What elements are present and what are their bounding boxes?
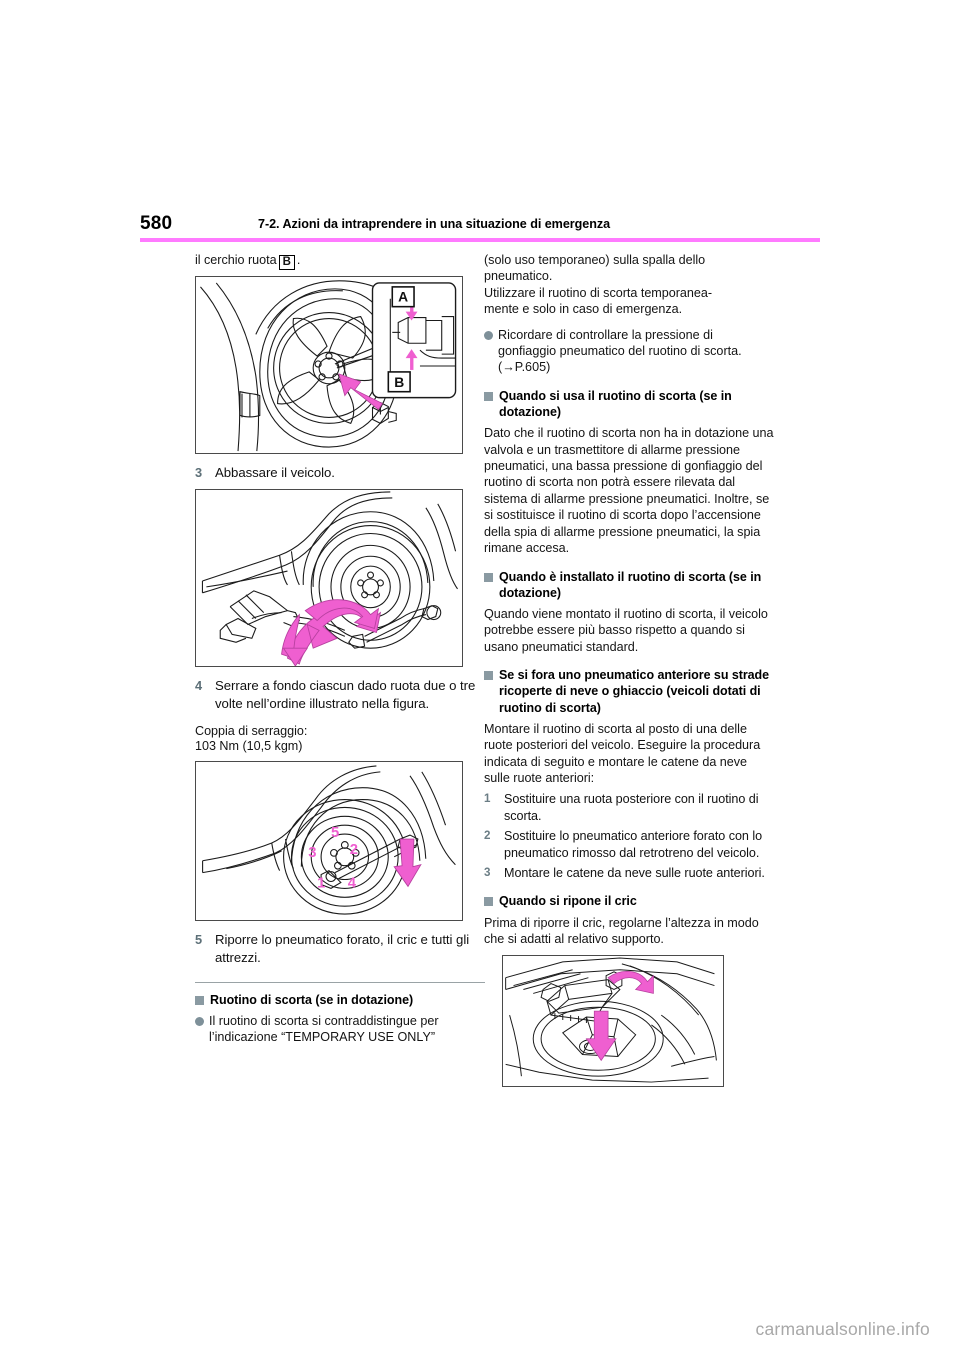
note-bullet-text: Il ruotino di scorta si contraddistingue… xyxy=(209,1013,439,1045)
bullet-dot-icon xyxy=(195,1016,204,1026)
heading-2: Quando è installato il ruotino di scorta… xyxy=(499,569,762,600)
note-heading: Ruotino di scorta (se in dotazione) xyxy=(210,992,414,1007)
site-watermark: carmanualsonline.info xyxy=(755,1319,930,1339)
intro-text-after: . xyxy=(296,253,301,267)
wheel-hub-callout-figure: A B xyxy=(195,276,463,454)
note-bullet-row: Il ruotino di scorta si contraddistingue… xyxy=(195,1013,485,1046)
section-title: 7-2. Azioni da intraprendere in una situ… xyxy=(258,217,611,231)
heading-4-row: Quando si ripone il cric xyxy=(484,893,774,909)
page-number: 580 xyxy=(140,213,173,234)
step-3-number: 3 xyxy=(195,465,203,480)
section-marker-icon xyxy=(484,897,493,907)
pressure-bullet-row: Ricordare di controllare la pressione di… xyxy=(484,327,774,376)
step-4-number: 4 xyxy=(195,677,203,693)
heading-3-row: Se si fora uno pneumatico anteriore su s… xyxy=(484,667,774,716)
section-marker-icon xyxy=(195,995,204,1005)
nut-order-1: 1 xyxy=(317,875,325,891)
continued-line-2: pneumatico. xyxy=(484,269,553,284)
bullet-dot-icon xyxy=(484,330,493,340)
continued-line-1: (solo uso temporaneo) sulla spalla dello xyxy=(484,253,706,267)
continued-paragraph: (solo uso temporaneo) sulla spalla dello… xyxy=(484,252,774,318)
intro-text-before: il cerchio ruota xyxy=(195,253,277,267)
body-2: Quando viene montato il ruotino di scort… xyxy=(484,606,768,654)
step-3-text: Abbassare il veicolo. xyxy=(215,465,335,480)
nut-order-3: 3 xyxy=(308,844,316,860)
body-1: Dato che il ruotino di scorta non ha in … xyxy=(484,426,774,556)
step-5-text: Riporre lo pneumatico forato, il cric e … xyxy=(215,931,470,966)
heading-2-row: Quando è installato il ruotino di scorta… xyxy=(484,569,774,601)
torque-label: Coppia di serraggio: xyxy=(195,723,308,738)
continued-line-4: mente e solo in caso di emergenza. xyxy=(484,302,683,317)
jack-stowage-figure xyxy=(502,955,724,1088)
header-rule xyxy=(140,238,820,242)
wheel-nut-tightening-order-figure: 5 3 2 1 4 xyxy=(195,760,463,921)
step-4-text: Serrare a fondo ciascun dado ruota due o… xyxy=(215,677,476,712)
right-step-1-number: 1 xyxy=(484,792,491,806)
right-step-1-text: Sostituire una ruota posteriore con il r… xyxy=(504,792,759,823)
right-step-2: 2 Sostituire lo pneumatico anteriore for… xyxy=(484,828,774,861)
section-marker-icon xyxy=(484,572,493,582)
right-step-3: 3 Montare le catene da neve sulle ruote … xyxy=(484,865,774,881)
body-3: Montare il ruotino di scorta al posto di… xyxy=(484,721,761,785)
section-marker-icon xyxy=(484,671,493,681)
note-divider xyxy=(195,981,485,983)
callout-box-b: B xyxy=(278,255,295,270)
right-step-3-text: Montare le catene da neve sulle ruote an… xyxy=(504,865,765,880)
nut-order-2: 2 xyxy=(350,842,358,858)
heading-1-row: Quando si usa il ruotino di scorta (se i… xyxy=(484,388,774,420)
right-step-2-number: 2 xyxy=(484,829,491,843)
step-4: 4 Serrare a fondo ciascun dado ruota due… xyxy=(195,677,485,714)
torque-value: 103 Nm (10,5 kgm) xyxy=(195,739,303,754)
section-marker-icon xyxy=(484,391,493,401)
right-column: (solo uso temporaneo) sulla spalla dello… xyxy=(484,252,774,1097)
continued-line-3: Utilizzare il ruotino di scorta temporan… xyxy=(484,285,713,300)
heading-4: Quando si ripone il cric xyxy=(499,894,637,909)
nut-order-4: 4 xyxy=(348,875,357,891)
nut-order-5: 5 xyxy=(331,825,339,841)
pressure-bullet-text: Ricordare di controllare la pressione di… xyxy=(498,327,742,375)
lowering-vehicle-jack-figure xyxy=(195,488,463,667)
step-5-number: 5 xyxy=(195,931,203,947)
step-5: 5 Riporre lo pneumatico forato, il cric … xyxy=(195,931,485,968)
note-heading-row: Ruotino di scorta (se in dotazione) xyxy=(195,992,485,1008)
inset-label-b: B xyxy=(394,374,404,390)
body-4: Prima di riporre il cric, regolarne l’al… xyxy=(484,915,759,946)
heading-3: Se si fora uno pneumatico anteriore su s… xyxy=(499,668,770,715)
heading-1: Quando si usa il ruotino di scorta (se i… xyxy=(499,388,732,420)
right-step-2-text: Sostituire lo pneumatico anteriore forat… xyxy=(504,829,763,860)
inset-label-a: A xyxy=(398,289,408,305)
page-header: 580 7-2. Azioni da intraprendere in una … xyxy=(140,213,820,239)
right-step-3-number: 3 xyxy=(484,865,491,879)
step-3: 3 Abbassare il veicolo. xyxy=(195,464,485,483)
right-step-1: 1 Sostituire una ruota posteriore con il… xyxy=(484,791,774,824)
